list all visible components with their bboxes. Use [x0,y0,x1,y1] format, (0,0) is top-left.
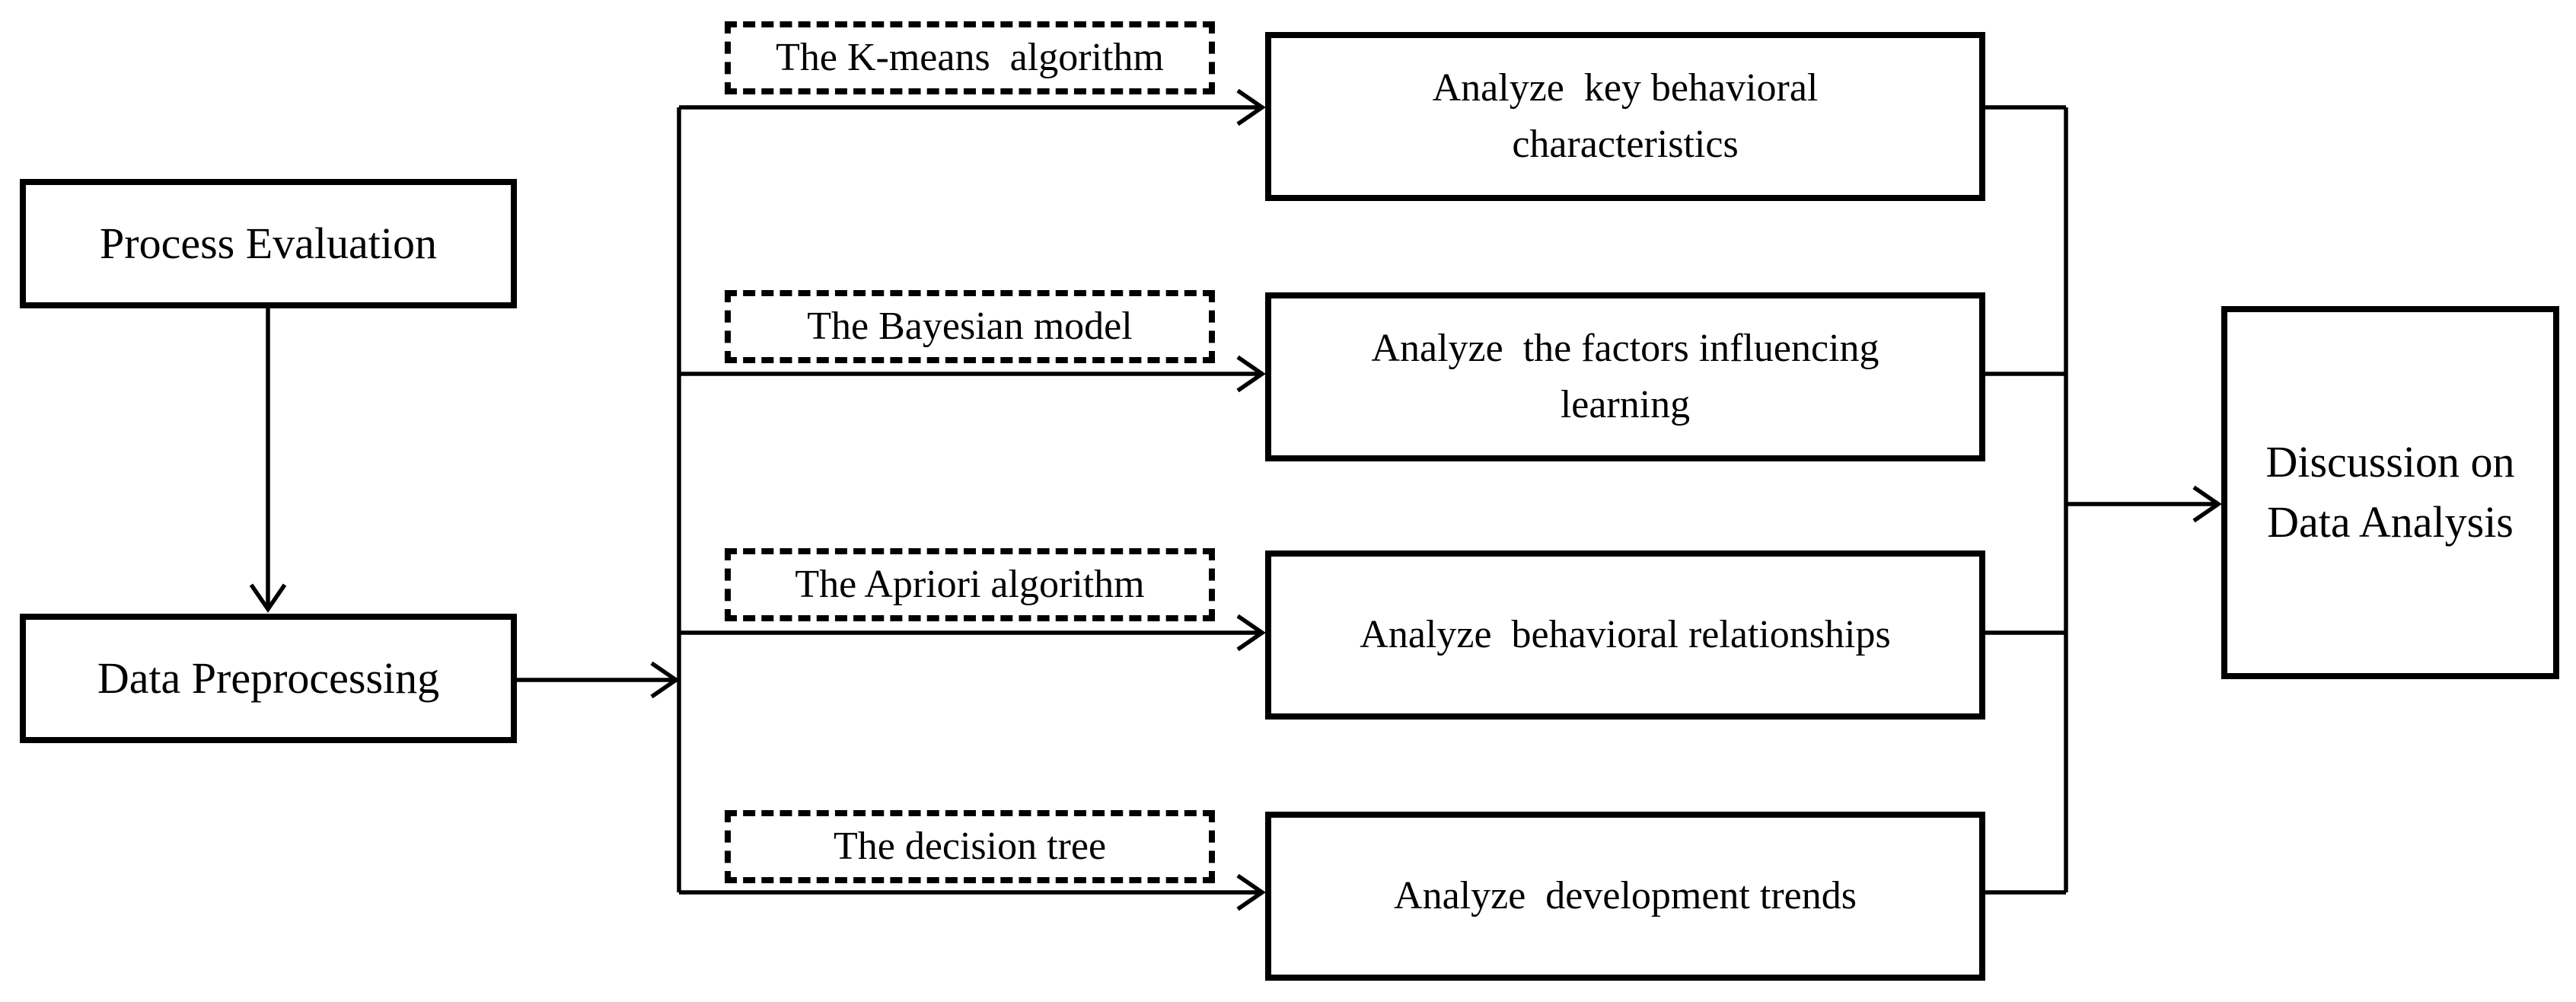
development-trends-label: Analyze development trends [1394,874,1857,918]
apriori-method-label-box: The Apriori algorithm [725,548,1215,621]
kmeans-method-label: The K-means algorithm [776,36,1164,80]
kmeans-method-label-box: The K-means algorithm [725,21,1215,94]
development-trends-node: Analyze development trends [1265,812,1985,981]
data-preprocessing-label: Data Preprocessing [97,653,440,703]
discussion-label: Discussion on Data Analysis [2265,437,2515,547]
bayesian-method-label-box: The Bayesian model [725,290,1215,363]
apriori-method-label: The Apriori algorithm [795,563,1145,607]
behavioral-relationships-label: Analyze behavioral relationships [1360,613,1891,657]
discussion-node: Discussion on Data Analysis [2221,306,2559,679]
key-characteristics-label: Analyze key behavioral characteristics [1432,66,1828,166]
decision-tree-method-label-box: The decision tree [725,810,1215,883]
bayesian-method-label: The Bayesian model [807,305,1133,349]
behavioral-relationships-node: Analyze behavioral relationships [1265,550,1985,720]
key-characteristics-node: Analyze key behavioral characteristics [1265,32,1985,201]
influencing-factors-node: Analyze the factors influencing learning [1265,292,1985,461]
influencing-factors-label: Analyze the factors influencing learning [1371,327,1889,426]
process-evaluation-node: Process Evaluation [20,179,517,308]
decision-tree-method-label: The decision tree [833,825,1107,869]
data-preprocessing-node: Data Preprocessing [20,614,517,743]
process-evaluation-label: Process Evaluation [100,218,437,268]
